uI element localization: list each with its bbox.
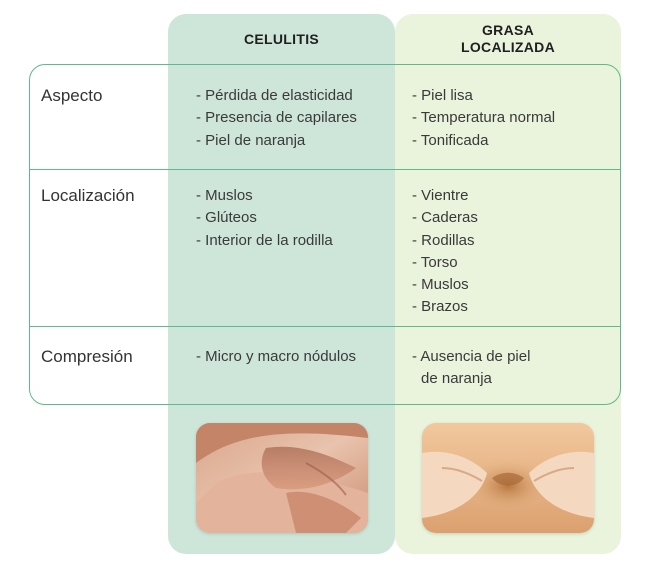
list-item: Glúteos xyxy=(196,207,333,229)
compresion-celulitis-list: Micro y macro nódulos xyxy=(196,346,356,368)
list-item: Muslos xyxy=(196,185,333,207)
list-item: Piel lisa xyxy=(412,85,555,107)
list-item: Micro y macro nódulos xyxy=(196,346,356,368)
list-item: Temperatura normal xyxy=(412,107,555,129)
row-label-compresion: Compresión xyxy=(41,347,133,366)
skin-pinch-abdomen-photo xyxy=(422,423,594,533)
row-label-localizacion: Localización xyxy=(41,186,135,205)
list-item: Rodillas xyxy=(412,230,478,252)
row-divider xyxy=(29,326,621,327)
list-item: Vientre xyxy=(412,185,478,207)
list-item: Presencia de capilares xyxy=(196,107,357,129)
list-item: Torso xyxy=(412,252,478,274)
grasa-header-line1: GRASA xyxy=(481,22,535,38)
grasa-header-line2: LOCALIZADA xyxy=(461,39,555,55)
grasa-column-header: GRASA LOCALIZADA xyxy=(395,14,621,64)
celulitis-column-header: CELULITIS xyxy=(168,14,395,64)
row-divider xyxy=(29,169,621,170)
aspecto-grasa-list: Piel lisa Temperatura normal Tonificada xyxy=(412,85,555,152)
aspecto-celulitis-list: Pérdida de elasticidad Presencia de capi… xyxy=(196,85,357,152)
list-item-continuation: de naranja xyxy=(421,370,492,388)
list-item: Piel de naranja xyxy=(196,130,357,152)
list-item: Interior de la rodilla xyxy=(196,230,333,252)
list-item: Ausencia de piel xyxy=(412,346,530,368)
skin-pinch-thigh-photo xyxy=(196,423,368,533)
compresion-grasa-list: Ausencia de piel de naranja xyxy=(412,346,530,391)
list-item: Tonificada xyxy=(412,130,555,152)
localizacion-grasa-list: Vientre Caderas Rodillas Torso Muslos Br… xyxy=(412,185,478,319)
list-item: Pérdida de elasticidad xyxy=(196,85,357,107)
list-item: Muslos xyxy=(412,274,478,296)
comparison-table-frame xyxy=(29,64,621,405)
celulitis-header-text: CELULITIS xyxy=(243,30,320,47)
list-item: Caderas xyxy=(412,207,478,229)
localizacion-celulitis-list: Muslos Glúteos Interior de la rodilla xyxy=(196,185,333,252)
list-item: Brazos xyxy=(412,296,478,318)
row-label-aspecto: Aspecto xyxy=(41,86,103,105)
